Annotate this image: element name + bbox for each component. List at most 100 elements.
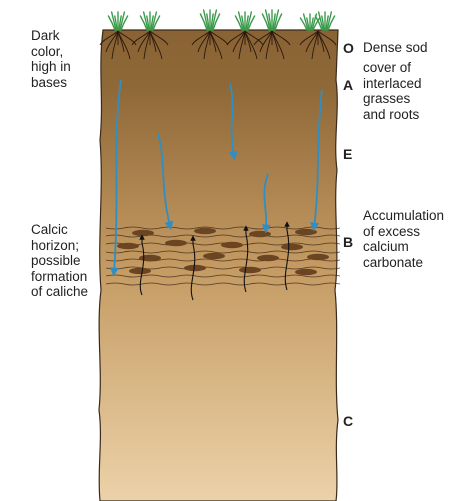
- root-strand: [244, 30, 258, 60]
- root-strand: [149, 30, 163, 60]
- caliche-nodule: [221, 241, 243, 249]
- calcic-streak: [105, 226, 341, 230]
- grass-blade: [299, 17, 308, 31]
- grass-blade: [274, 13, 283, 31]
- caliche-nodule: [139, 254, 161, 262]
- capillary-rise-arrows: [139, 221, 290, 301]
- caliche-nodule: [129, 267, 151, 275]
- grass-blade: [246, 11, 253, 31]
- caliche-nodule: [295, 268, 317, 276]
- caliche-nodule: [203, 252, 225, 260]
- percolation-arrow: [310, 89, 323, 232]
- horizon-letter-c: C: [343, 413, 354, 429]
- grass-blade: [310, 17, 314, 31]
- root-strand: [99, 30, 119, 46]
- grass-blade: [210, 13, 214, 31]
- root-strand: [137, 30, 151, 53]
- horizon-letter-a: A: [343, 77, 354, 93]
- percolation-arrow: [228, 83, 238, 161]
- root-strand: [131, 30, 151, 46]
- grass-blade: [119, 11, 126, 31]
- grass-blade: [118, 15, 122, 31]
- horizon-letter-b: B: [343, 234, 354, 250]
- grass-blade: [152, 15, 161, 31]
- grass-blade: [150, 15, 154, 31]
- grass-blade: [142, 11, 149, 31]
- grass-blade: [241, 15, 245, 31]
- caliche-nodule: [257, 254, 279, 262]
- grass-blade: [326, 11, 333, 31]
- grass-blade: [327, 15, 336, 31]
- grass-blade: [114, 15, 118, 31]
- root-strand: [191, 30, 211, 46]
- root-strand: [299, 30, 319, 46]
- grass-blade: [261, 13, 270, 31]
- grass-roots: [99, 30, 337, 60]
- caliche-nodule: [281, 243, 303, 251]
- percolation-arrow: [109, 79, 122, 277]
- grass-blade: [306, 17, 310, 31]
- caliche-nodule: [194, 227, 216, 235]
- grass-blade: [325, 15, 329, 31]
- root-strand: [253, 30, 273, 46]
- soil-column: [98, 29, 339, 501]
- root-strand: [259, 30, 273, 53]
- root-strand: [317, 30, 337, 46]
- grass-blade: [146, 15, 150, 31]
- caliche-nodule: [295, 228, 317, 236]
- root-strand: [244, 30, 264, 46]
- grass-tufts: [107, 9, 336, 31]
- root-strand: [317, 30, 331, 60]
- note-sod-cover: cover of interlaced grasses and roots: [363, 60, 422, 122]
- caliche-nodule: [117, 242, 139, 250]
- note-dark-color: Dark color, high in bases: [31, 28, 71, 90]
- caliche-nodule: [132, 229, 154, 237]
- grass-blade: [139, 15, 148, 31]
- horizon-letter-e: E: [343, 146, 353, 162]
- grass-blade: [212, 13, 221, 31]
- root-strand: [105, 30, 119, 53]
- note-calcic-horizon: Calcic horizon; possible formation of ca…: [31, 222, 89, 299]
- root-strand: [117, 30, 137, 46]
- grass-blade: [211, 9, 218, 31]
- grass-blade: [199, 13, 208, 31]
- calcic-streak: [105, 282, 341, 286]
- grass-blade: [264, 9, 271, 31]
- grass-blade: [107, 15, 116, 31]
- note-accumulation: Accumulation of excess calcium carbonate: [363, 208, 445, 270]
- grass-blade: [272, 13, 276, 31]
- percolation-arrow: [157, 133, 174, 231]
- grass-blade: [237, 11, 244, 31]
- capillary-arrow: [190, 235, 196, 301]
- grass-blade: [151, 11, 158, 31]
- calcic-streak: [105, 274, 341, 278]
- grass-blade: [314, 15, 323, 31]
- grass-blade: [302, 13, 309, 31]
- capillary-arrow: [139, 234, 145, 296]
- grass-blade: [312, 17, 321, 31]
- root-strand: [271, 30, 291, 46]
- root-strand: [197, 30, 211, 53]
- grass-blade: [202, 9, 209, 31]
- root-strand: [226, 30, 246, 46]
- horizon-letter-o: O: [343, 40, 354, 56]
- caliche-nodule: [239, 266, 261, 274]
- grass-blade: [245, 15, 249, 31]
- water-percolation-arrows: [109, 79, 323, 277]
- caliche-nodule: [184, 264, 206, 272]
- root-strand: [271, 30, 285, 60]
- percolation-arrow: [261, 173, 271, 234]
- grass-blade: [268, 13, 272, 31]
- calcic-streak: [105, 242, 341, 246]
- root-strand: [209, 30, 223, 60]
- root-strand: [117, 30, 131, 60]
- capillary-arrow: [284, 221, 290, 291]
- root-strand: [209, 30, 229, 46]
- caliche-nodule: [249, 230, 271, 238]
- grass-blade: [247, 15, 256, 31]
- root-strand: [149, 30, 169, 46]
- root-strand: [232, 30, 246, 53]
- capillary-arrow: [243, 225, 249, 293]
- grass-blade: [234, 15, 243, 31]
